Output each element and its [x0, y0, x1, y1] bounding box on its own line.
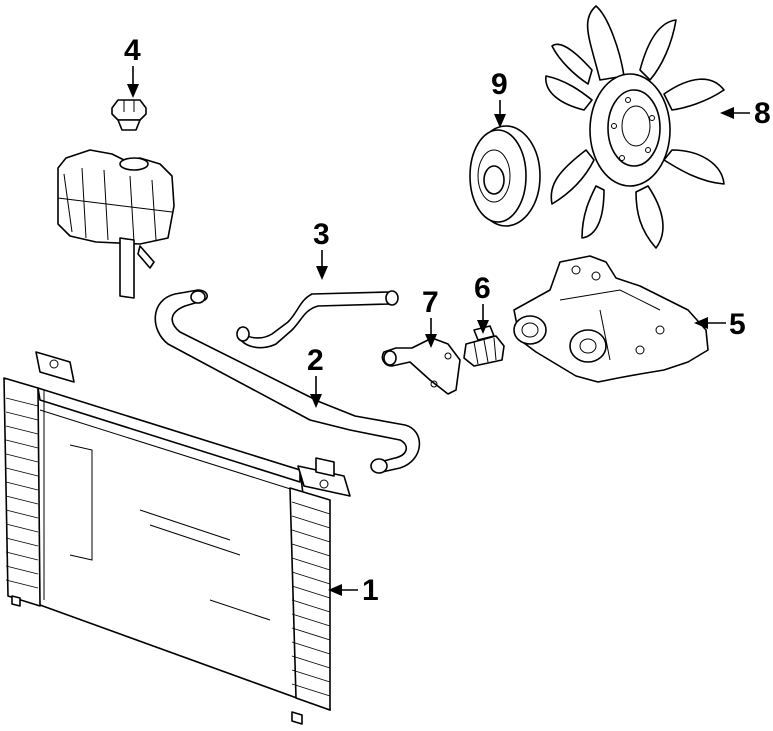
callout-1: 1: [328, 574, 379, 607]
callout-label-9: 9: [491, 68, 508, 101]
callout-3: 3: [313, 218, 330, 280]
callout-8: 8: [720, 97, 771, 130]
thermostat-part: [463, 325, 505, 367]
upper-radiator-hose-part: [236, 290, 399, 349]
callout-label-5: 5: [729, 308, 746, 341]
radiator-part: [3, 351, 351, 725]
water-pump-pulley-part: [469, 125, 541, 227]
callout-label-2: 2: [307, 344, 324, 377]
lower-radiator-hose-part: [154, 289, 421, 474]
callout-4: 4: [124, 34, 141, 98]
callout-5: 5: [694, 308, 746, 341]
coolant-reservoir-part: [57, 149, 175, 299]
callout-label-8: 8: [754, 97, 771, 130]
callout-label-7: 7: [422, 286, 439, 319]
callout-label-4: 4: [124, 34, 141, 67]
callout-6: 6: [474, 272, 491, 334]
callout-7: 7: [422, 286, 439, 348]
callout-label-6: 6: [474, 272, 491, 305]
radiator-cap-part: [111, 99, 147, 131]
callout-9: 9: [491, 68, 508, 128]
callout-label-1: 1: [362, 574, 379, 607]
water-pump-part: [513, 255, 709, 383]
thermostat-housing-part: [381, 337, 461, 395]
callout-2: 2: [307, 344, 324, 408]
callout-label-3: 3: [313, 218, 330, 251]
cooling-fan-part: [545, 5, 725, 249]
